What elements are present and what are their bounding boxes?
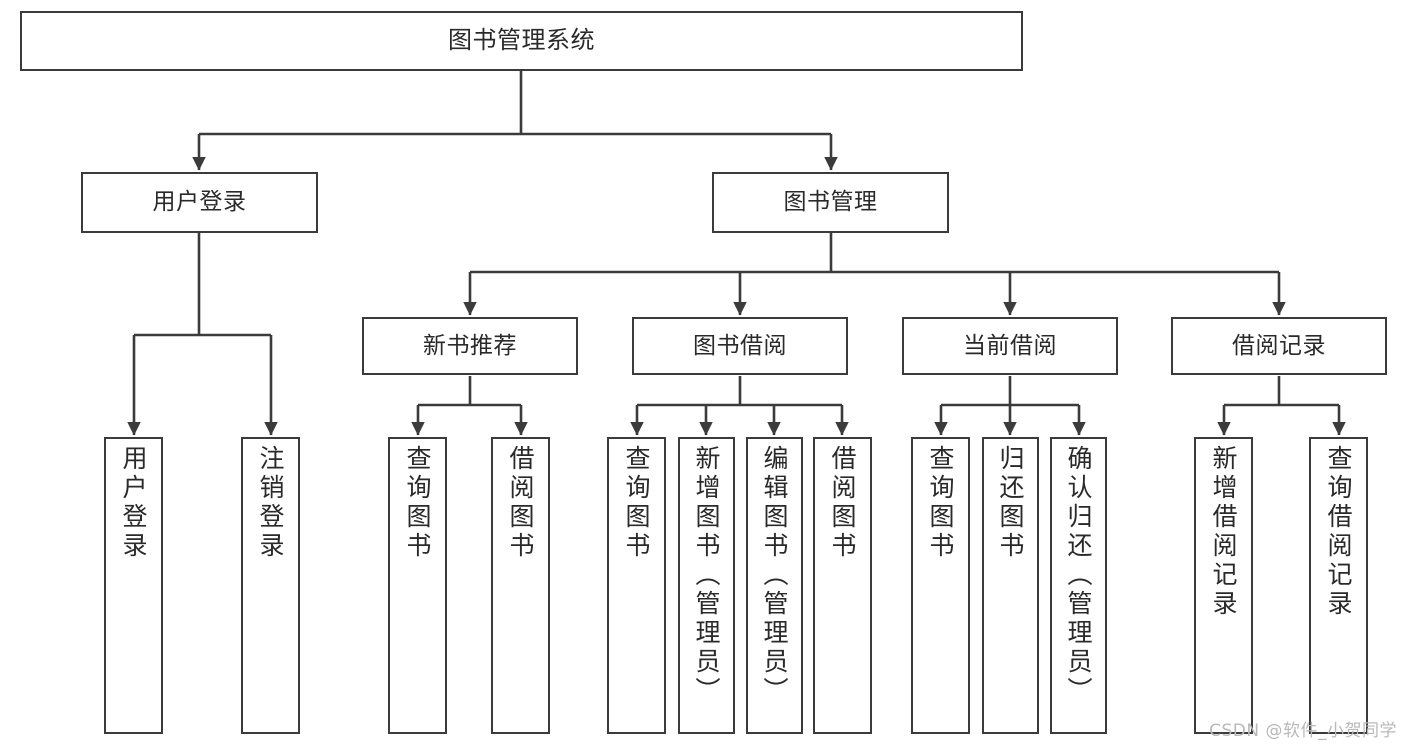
node-new-book-recommend[interactable]: 新书推荐 <box>362 317 578 375</box>
node-label: 用户登录 <box>119 445 148 561</box>
leaf-user-login-logout[interactable]: 注销登录 <box>241 437 300 734</box>
node-label: 用户登录 <box>152 189 247 216</box>
node-label: 查询图书 <box>926 445 955 561</box>
node-label: 图书管理系统 <box>448 26 595 55</box>
node-borrow-record[interactable]: 借阅记录 <box>1171 317 1387 375</box>
node-user-login[interactable]: 用户登录 <box>81 172 318 233</box>
node-label: 当前借阅 <box>963 332 1057 359</box>
node-book-management[interactable]: 图书管理 <box>712 172 949 233</box>
leaf-book-borrow-borrow-book[interactable]: 借阅图书 <box>813 437 872 734</box>
node-label: 查询图书 <box>622 445 651 561</box>
node-label: 编辑图书（管理员） <box>760 445 789 706</box>
node-label: 注销登录 <box>256 445 285 561</box>
leaf-borrow-record-add-record[interactable]: 新增借阅记录 <box>1194 437 1253 734</box>
leaf-book-borrow-query-book[interactable]: 查询图书 <box>607 437 666 734</box>
node-label: 查询图书 <box>403 445 432 561</box>
leaf-borrow-record-query-record[interactable]: 查询借阅记录 <box>1309 437 1368 734</box>
node-label: 查询借阅记录 <box>1324 445 1353 619</box>
leaf-new-book-query-book[interactable]: 查询图书 <box>388 437 447 734</box>
node-label: 新书推荐 <box>423 332 517 359</box>
node-root-book-management-system[interactable]: 图书管理系统 <box>20 11 1023 71</box>
leaf-current-borrow-query-book[interactable]: 查询图书 <box>911 437 970 734</box>
node-label: 借阅图书 <box>506 445 535 561</box>
leaf-current-borrow-confirm-return-admin[interactable]: 确认归还（管理员） <box>1050 437 1107 734</box>
node-label: 图书借阅 <box>693 332 787 359</box>
node-book-borrow[interactable]: 图书借阅 <box>632 317 848 375</box>
leaf-current-borrow-return-book[interactable]: 归还图书 <box>982 437 1039 734</box>
node-current-borrow[interactable]: 当前借阅 <box>902 317 1118 375</box>
node-label: 借阅记录 <box>1232 332 1326 359</box>
leaf-new-book-borrow-book[interactable]: 借阅图书 <box>491 437 550 734</box>
node-label: 归还图书 <box>996 445 1025 561</box>
node-label: 图书管理 <box>783 189 878 216</box>
node-label: 确认归还（管理员） <box>1064 445 1093 706</box>
leaf-user-login-login[interactable]: 用户登录 <box>104 437 163 734</box>
csdn-watermark: CSDN @软件_小贺同学 <box>1209 721 1397 741</box>
node-label: 借阅图书 <box>828 445 857 561</box>
leaf-book-borrow-edit-book-admin[interactable]: 编辑图书（管理员） <box>746 437 803 734</box>
node-label: 新增图书（管理员） <box>692 445 721 706</box>
node-label: 新增借阅记录 <box>1209 445 1238 619</box>
leaf-book-borrow-add-book-admin[interactable]: 新增图书（管理员） <box>678 437 735 734</box>
